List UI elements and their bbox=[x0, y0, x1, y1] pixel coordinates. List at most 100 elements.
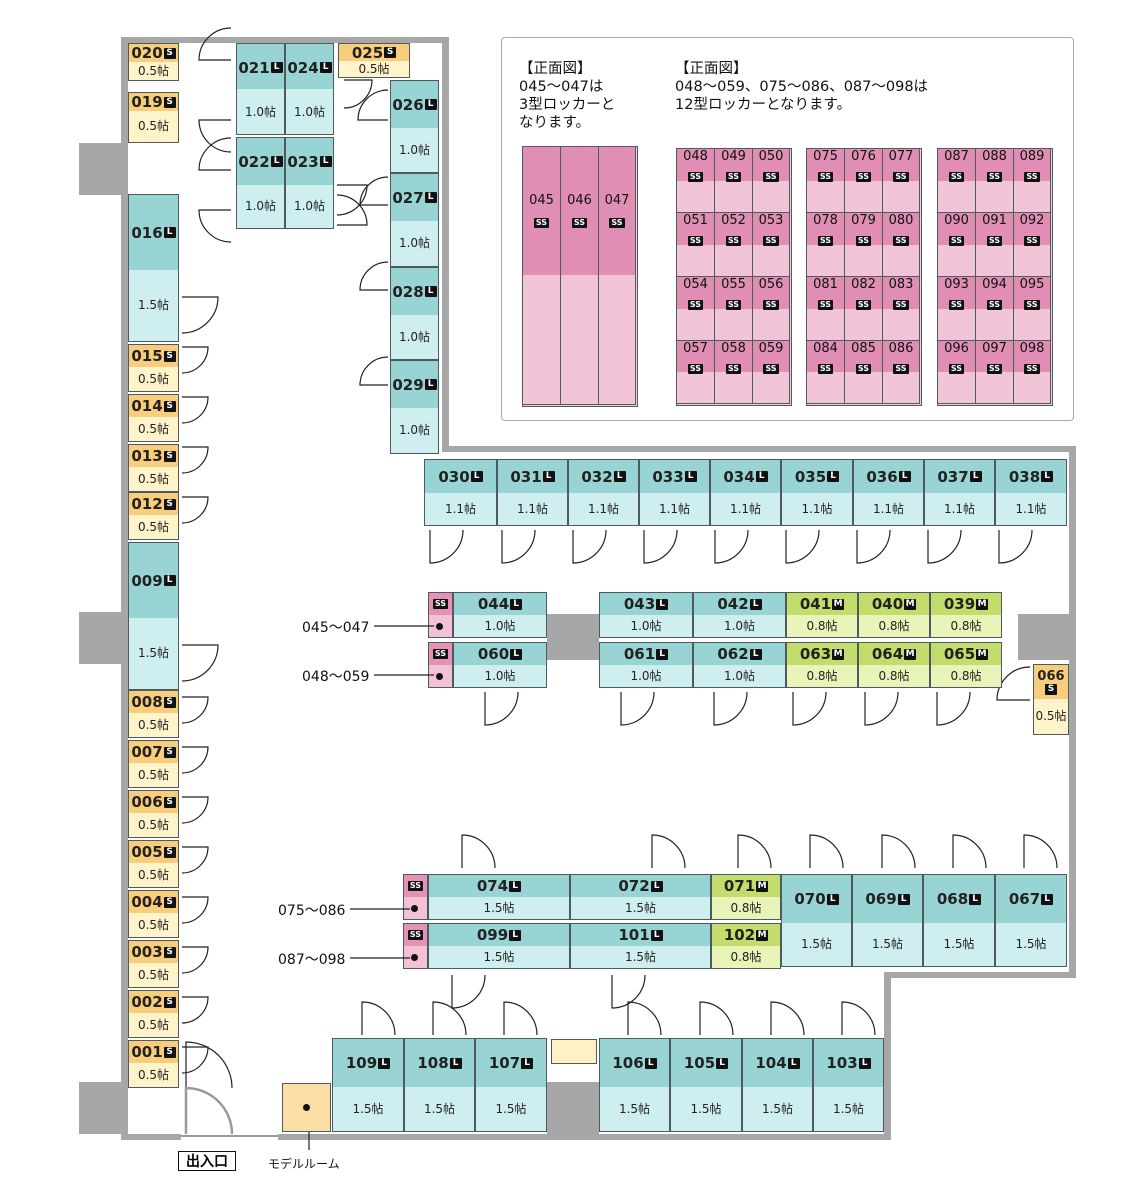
type-badge: M bbox=[756, 880, 769, 892]
cell-number: 058 bbox=[721, 341, 746, 356]
model-room[interactable] bbox=[282, 1083, 331, 1132]
unit-id: 063 bbox=[799, 645, 832, 663]
ss-badge: SS bbox=[687, 364, 704, 374]
unit-id: 015 bbox=[131, 347, 163, 365]
unit-size: 0.5帖 bbox=[137, 371, 170, 386]
unit-id: 064 bbox=[871, 645, 904, 663]
ss-locker-048-059[interactable]: SS bbox=[428, 642, 453, 688]
door-swing bbox=[461, 834, 496, 869]
ss-locker-045-047[interactable]: SS bbox=[428, 592, 453, 638]
unit-id: 069 bbox=[865, 890, 897, 908]
type-badge: L bbox=[509, 929, 522, 941]
cell-tag: SS bbox=[976, 292, 1013, 311]
unit-id: 034 bbox=[723, 467, 755, 486]
ss-locker-075-086[interactable]: SS bbox=[403, 874, 428, 920]
type-badge: M bbox=[976, 648, 989, 660]
door-swing bbox=[572, 529, 607, 564]
partition-bottom bbox=[547, 1082, 599, 1134]
ss-badge: SS bbox=[855, 236, 872, 246]
ss-badge: SS bbox=[763, 364, 779, 374]
unit-id: 074 bbox=[476, 877, 509, 895]
door-swing bbox=[198, 137, 232, 171]
unit-size: 1.0帖 bbox=[723, 618, 756, 633]
unit-size: 0.5帖 bbox=[137, 867, 170, 882]
unit-size: 0.8帖 bbox=[806, 668, 838, 683]
type-badge: L bbox=[1041, 471, 1054, 482]
ss-badge: SS bbox=[893, 172, 909, 182]
ss-locker-087-098[interactable]: SS bbox=[403, 923, 428, 969]
unit-size: 1.5帖 bbox=[618, 1101, 651, 1116]
type-badge: S bbox=[163, 996, 176, 1008]
type-badge: L bbox=[163, 575, 176, 586]
label-075-086: 075～086 bbox=[278, 903, 346, 919]
